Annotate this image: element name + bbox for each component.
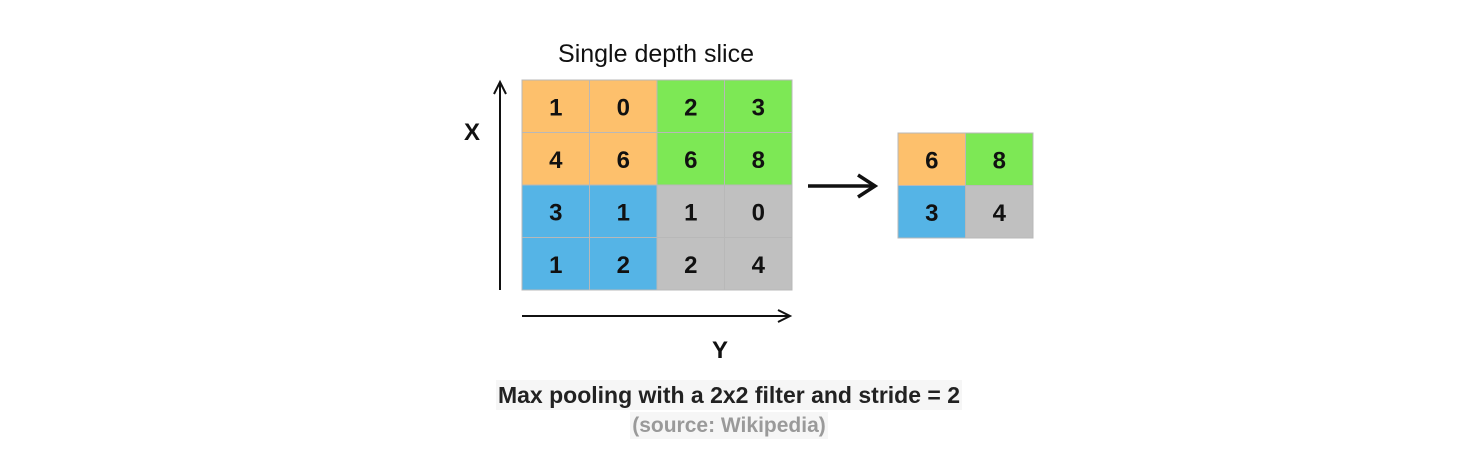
output-grid-cell: 6 — [897, 132, 966, 186]
input-grid-cell-value: 6 — [684, 147, 697, 174]
input-grid-cell-value: 2 — [684, 94, 697, 121]
input-grid-cell-value: 1 — [617, 199, 630, 226]
input-grid-cell: 1 — [589, 184, 658, 238]
input-grid-cell-bg — [656, 184, 725, 238]
input-grid-cell-value: 0 — [752, 199, 765, 226]
input-grid-cell-bg — [521, 79, 590, 133]
output-grid-cell: 4 — [965, 185, 1034, 239]
output-grid-cell-bg — [965, 132, 1034, 186]
x-axis-label: X — [464, 119, 480, 146]
input-grid-cell-value: 4 — [752, 252, 766, 279]
input-grid-cell-value: 2 — [684, 252, 697, 279]
input-grid-cell-bg — [724, 132, 793, 186]
input-grid-cell-bg — [724, 79, 793, 133]
output-grid-cell-value: 8 — [993, 147, 1006, 174]
y-axis-label: Y — [712, 337, 728, 364]
input-grid-cell-bg — [724, 184, 793, 238]
source-text: (source: Wikipedia) — [630, 412, 828, 439]
diagram-title: Single depth slice — [558, 40, 754, 68]
input-grid-cell: 0 — [724, 184, 793, 238]
input-grid-cell-value: 4 — [549, 147, 563, 174]
input-grid-cell-bg — [521, 184, 590, 238]
input-grid-cell-bg — [656, 79, 725, 133]
input-grid-cell: 2 — [656, 79, 725, 133]
x-axis-arrowhead-icon — [493, 79, 507, 95]
output-grid-cell-value: 6 — [925, 147, 938, 174]
source-caption: (source: Wikipedia) — [0, 412, 1458, 439]
input-grid-cell-value: 3 — [549, 199, 562, 226]
input-grid-cell-value: 6 — [617, 147, 630, 174]
input-grid-cell-value: 1 — [549, 94, 562, 121]
input-grid-cell-value: 0 — [617, 94, 630, 121]
input-grid-cell: 0 — [589, 79, 658, 133]
input-grid-cell-value: 1 — [684, 199, 697, 226]
input-grid-cell: 6 — [589, 132, 658, 186]
pooling-arrowhead-icon — [857, 173, 879, 199]
y-axis-arrow — [522, 309, 793, 323]
input-grid-cell: 3 — [521, 184, 590, 238]
output-grid-cell-value: 3 — [925, 200, 938, 227]
caption: Max pooling with a 2x2 filter and stride… — [0, 380, 1458, 410]
output-grid-cell-bg — [965, 185, 1034, 239]
pooling-arrow-icon — [808, 173, 879, 199]
output-grid-cell-value: 4 — [993, 200, 1007, 227]
output-grid-cell-bg — [897, 185, 966, 239]
input-grid-cell: 8 — [724, 132, 793, 186]
input-grid-cell: 1 — [656, 184, 725, 238]
output-grid: 6 8 3 4 — [897, 132, 1034, 239]
input-grid-cell-value: 8 — [752, 147, 765, 174]
input-grid-cell: 4 — [521, 132, 590, 186]
input-grid-cell: 1 — [521, 237, 590, 291]
output-grid-cell: 3 — [897, 185, 966, 239]
input-grid-cell-bg — [724, 237, 793, 291]
input-grid-cell-bg — [589, 237, 658, 291]
input-grid-cell-bg — [656, 237, 725, 291]
input-grid-cell-bg — [589, 184, 658, 238]
input-grid-cell: 1 — [521, 79, 590, 133]
input-grid-cell-bg — [656, 132, 725, 186]
input-grid-cell: 3 — [724, 79, 793, 133]
input-grid-cell-value: 2 — [617, 252, 630, 279]
input-grid-cell: 2 — [656, 237, 725, 291]
input-grid: 1 0 2 3 4 6 6 8 3 1 1 0 1 2 2 4 — [521, 79, 793, 291]
output-grid-cell: 8 — [965, 132, 1034, 186]
input-grid-cell: 6 — [656, 132, 725, 186]
input-grid-cell-value: 1 — [549, 252, 562, 279]
caption-text: Max pooling with a 2x2 filter and stride… — [495, 380, 963, 410]
input-grid-cell: 2 — [589, 237, 658, 291]
y-axis-arrowhead-icon — [777, 309, 793, 323]
input-grid-cell: 4 — [724, 237, 793, 291]
input-grid-cell-value: 3 — [752, 94, 765, 121]
x-axis-arrow — [493, 79, 507, 290]
input-grid-cell-bg — [521, 237, 590, 291]
